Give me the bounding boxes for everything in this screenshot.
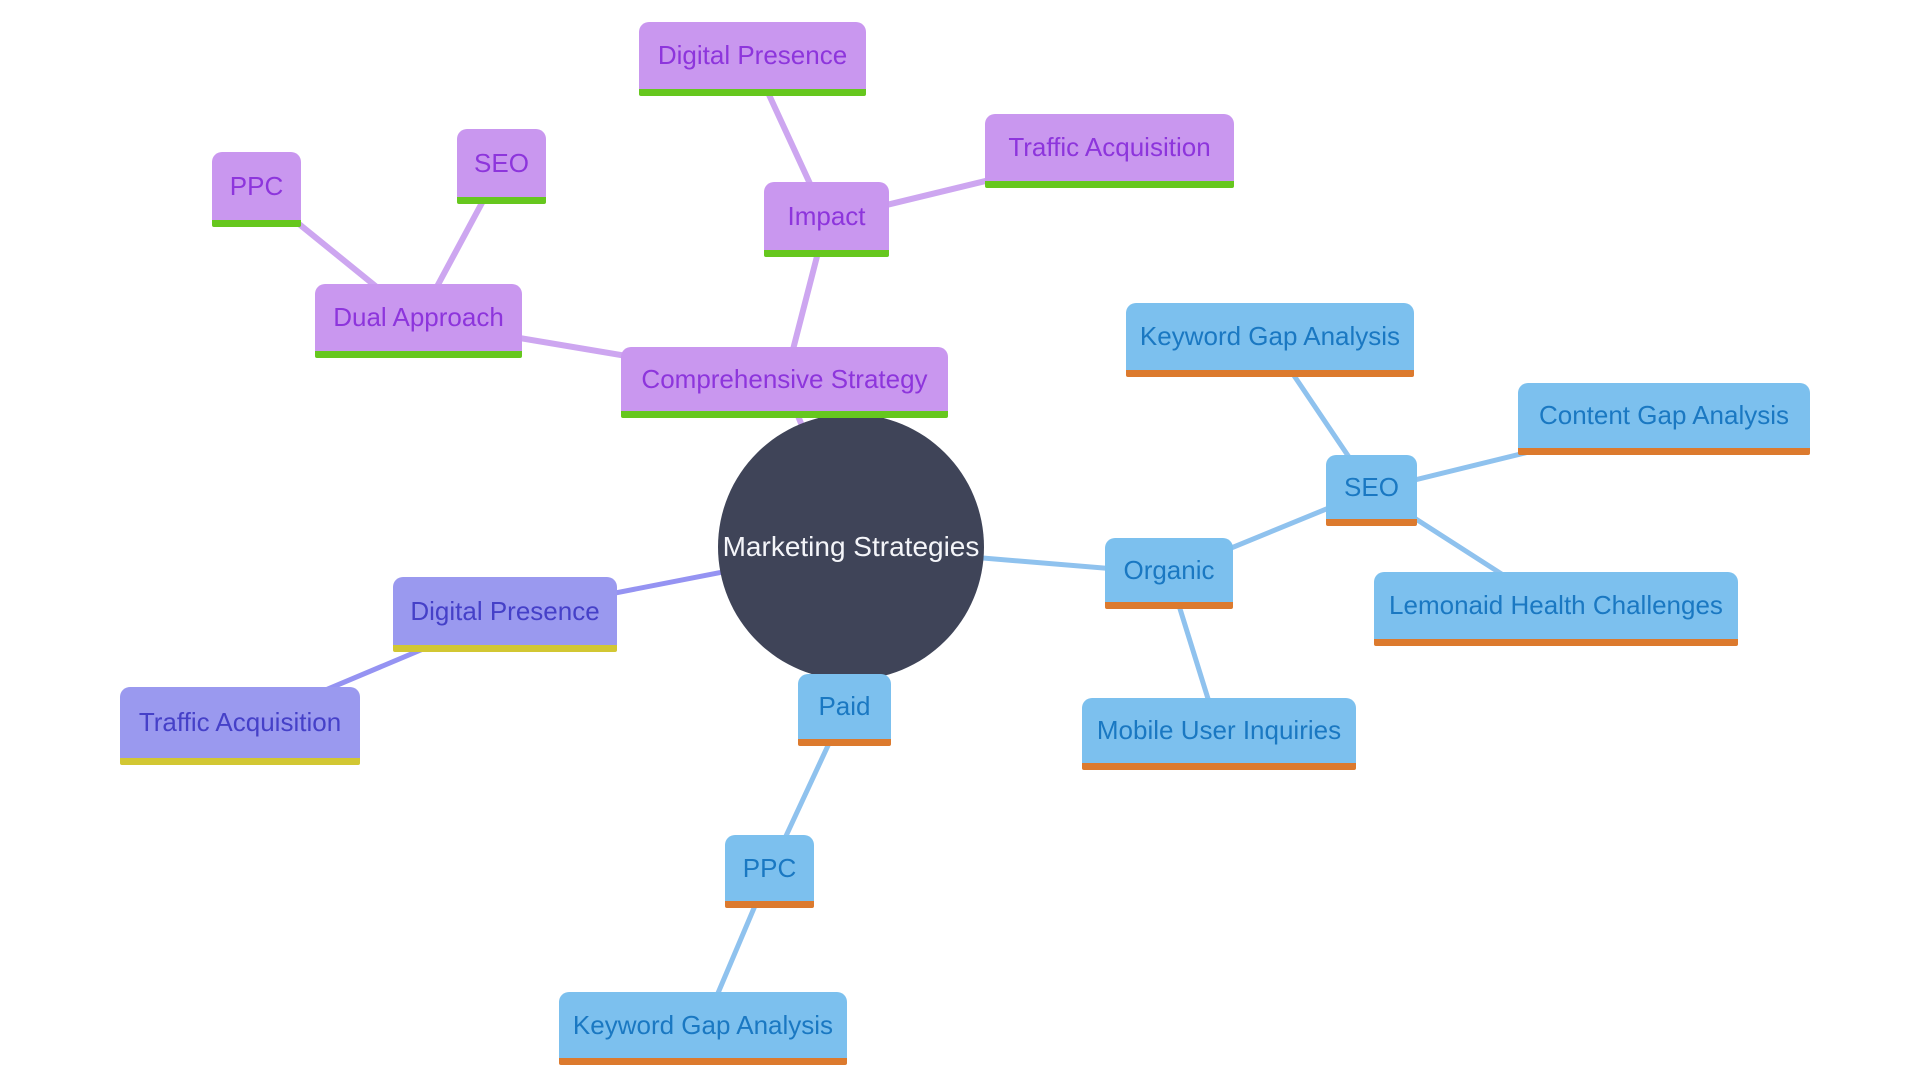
node-ta-top[interactable]: Traffic Acquisition [985,114,1234,188]
node-mui[interactable]: Mobile User Inquiries [1082,698,1356,770]
node-dp-left[interactable]: Digital Presence [393,577,617,652]
node-label: SEO [474,147,529,178]
node-label: Organic [1123,554,1215,585]
node-paid[interactable]: Paid [798,674,891,746]
node-label: Traffic Acquisition [138,707,342,737]
node-label: Paid [818,691,871,721]
node-label: Digital Presence [657,40,848,70]
node-label: Keyword Gap Analysis [1139,321,1401,351]
node-ta-left[interactable]: Traffic Acquisition [120,687,360,765]
node-label: Comprehensive Strategy [641,363,928,394]
node-label: Keyword Gap Analysis [572,1009,834,1040]
central-node-label: Marketing Strategies [722,531,980,562]
node-seo-blue[interactable]: SEO [1326,455,1417,526]
node-label: SEO [1344,471,1399,502]
node-dp-top[interactable]: Digital Presence [639,22,866,96]
node-label: Lemonaid Health Challenges [1389,590,1723,620]
node-kga-bottom[interactable]: Keyword Gap Analysis [559,992,847,1065]
node-label: PPC [742,852,797,883]
node-label: Content Gap Analysis [1538,400,1790,430]
node-label: Impact [787,200,866,231]
node-seo-purple[interactable]: SEO [457,129,546,204]
node-dual-approach[interactable]: Dual Approach [315,284,522,358]
node-cga[interactable]: Content Gap Analysis [1518,383,1810,455]
node-ppc-blue[interactable]: PPC [725,835,814,908]
node-label: Digital Presence [410,595,600,626]
node-label: Mobile User Inquiries [1096,715,1342,745]
node-label: PPC [229,170,284,201]
node-ppc-purple[interactable]: PPC [212,152,301,227]
node-organic[interactable]: Organic [1105,538,1233,609]
node-lemonaid[interactable]: Lemonaid Health Challenges [1374,572,1738,646]
node-kga-right[interactable]: Keyword Gap Analysis [1126,303,1414,377]
node-label: Dual Approach [333,302,504,332]
central-node[interactable]: Marketing Strategies [718,414,984,680]
node-comprehensive-strategy[interactable]: Comprehensive Strategy [621,347,948,418]
node-impact[interactable]: Impact [764,182,889,257]
node-label: Traffic Acquisition [1008,132,1211,162]
